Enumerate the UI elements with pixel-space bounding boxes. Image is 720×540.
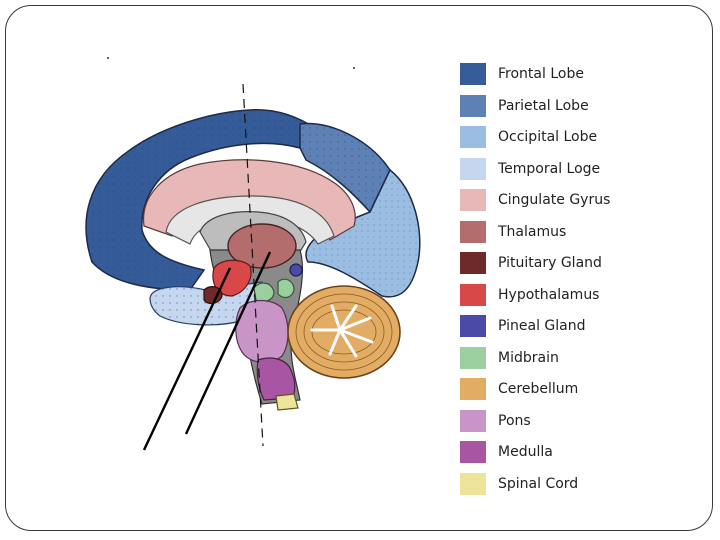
legend-item-pons: Pons <box>460 409 700 433</box>
legend-item-frontal-lobe: Frontal Lobe <box>460 62 700 86</box>
legend-swatch <box>460 472 486 495</box>
legend-item-temporal-lobe: Temporal Loge <box>460 157 700 181</box>
legend-label: Parietal Lobe <box>498 97 589 114</box>
midbrain-region <box>253 282 275 303</box>
legend-label: Hypothalamus <box>498 286 600 303</box>
legend-label: Pons <box>498 412 531 429</box>
legend-item-cingulate-gyrus: Cingulate Gyrus <box>460 188 700 212</box>
stray-dot <box>107 57 109 59</box>
legend-label: Thalamus <box>498 223 567 240</box>
cerebellum-region <box>287 285 401 379</box>
legend-label: Cingulate Gyrus <box>498 192 611 208</box>
legend-item-occipital-lobe: Occipital Lobe <box>460 125 700 149</box>
legend-item-pituitary-gland: Pituitary Gland <box>460 251 700 275</box>
legend-item-hypothalamus: Hypothalamus <box>460 283 700 307</box>
legend-swatch <box>460 189 486 211</box>
legend-swatch <box>460 315 486 337</box>
legend-swatch <box>460 283 486 306</box>
occipital-lobe-texture <box>306 170 420 297</box>
legend-label: Pituitary Gland <box>498 255 602 271</box>
legend-item-medulla: Medulla <box>460 440 700 464</box>
medulla-region <box>256 357 296 401</box>
parietal-lobe-texture <box>300 123 390 212</box>
legend-item-cerebellum: Cerebellum <box>460 377 700 401</box>
stray-dot <box>353 67 355 69</box>
pons-region <box>235 299 289 363</box>
pointer-line-right <box>184 251 272 435</box>
legend-swatch <box>460 378 486 400</box>
pituitary-gland-region <box>203 286 223 305</box>
legend-item-thalamus: Thalamus <box>460 220 700 244</box>
pineal-gland-region <box>289 263 303 277</box>
legend-swatch <box>460 409 486 432</box>
legend-item-midbrain: Midbrain <box>460 346 700 370</box>
legend-swatch <box>460 94 486 117</box>
legend-item-spinal-cord: Spinal Cord <box>460 472 700 496</box>
pointer-line-left <box>142 267 232 451</box>
legend-swatch <box>460 220 486 243</box>
legend-label: Pineal Gland <box>498 318 586 334</box>
frontal-lobe-texture <box>86 109 318 290</box>
legend-label: Occipital Lobe <box>498 129 598 145</box>
legend-label: Cerebellum <box>498 381 579 397</box>
legend-item-parietal-lobe: Parietal Lobe <box>460 94 700 118</box>
legend-label: Medulla <box>498 444 553 460</box>
dashed-reference-line <box>242 83 264 447</box>
legend-swatch <box>460 63 486 85</box>
legend-swatch <box>460 252 486 274</box>
legend-swatch <box>460 126 486 148</box>
legend-label: Frontal Lobe <box>498 66 584 82</box>
legend-item-pineal-gland: Pineal Gland <box>460 314 700 338</box>
legend-label: Temporal Loge <box>498 160 601 177</box>
legend-swatch <box>460 157 486 180</box>
legend-label: Midbrain <box>498 349 559 366</box>
legend-swatch <box>460 441 486 463</box>
legend-label: Spinal Cord <box>498 475 579 492</box>
spinal-cord-region <box>275 393 299 411</box>
midbrain-region <box>277 278 295 299</box>
legend-swatch <box>460 346 486 369</box>
